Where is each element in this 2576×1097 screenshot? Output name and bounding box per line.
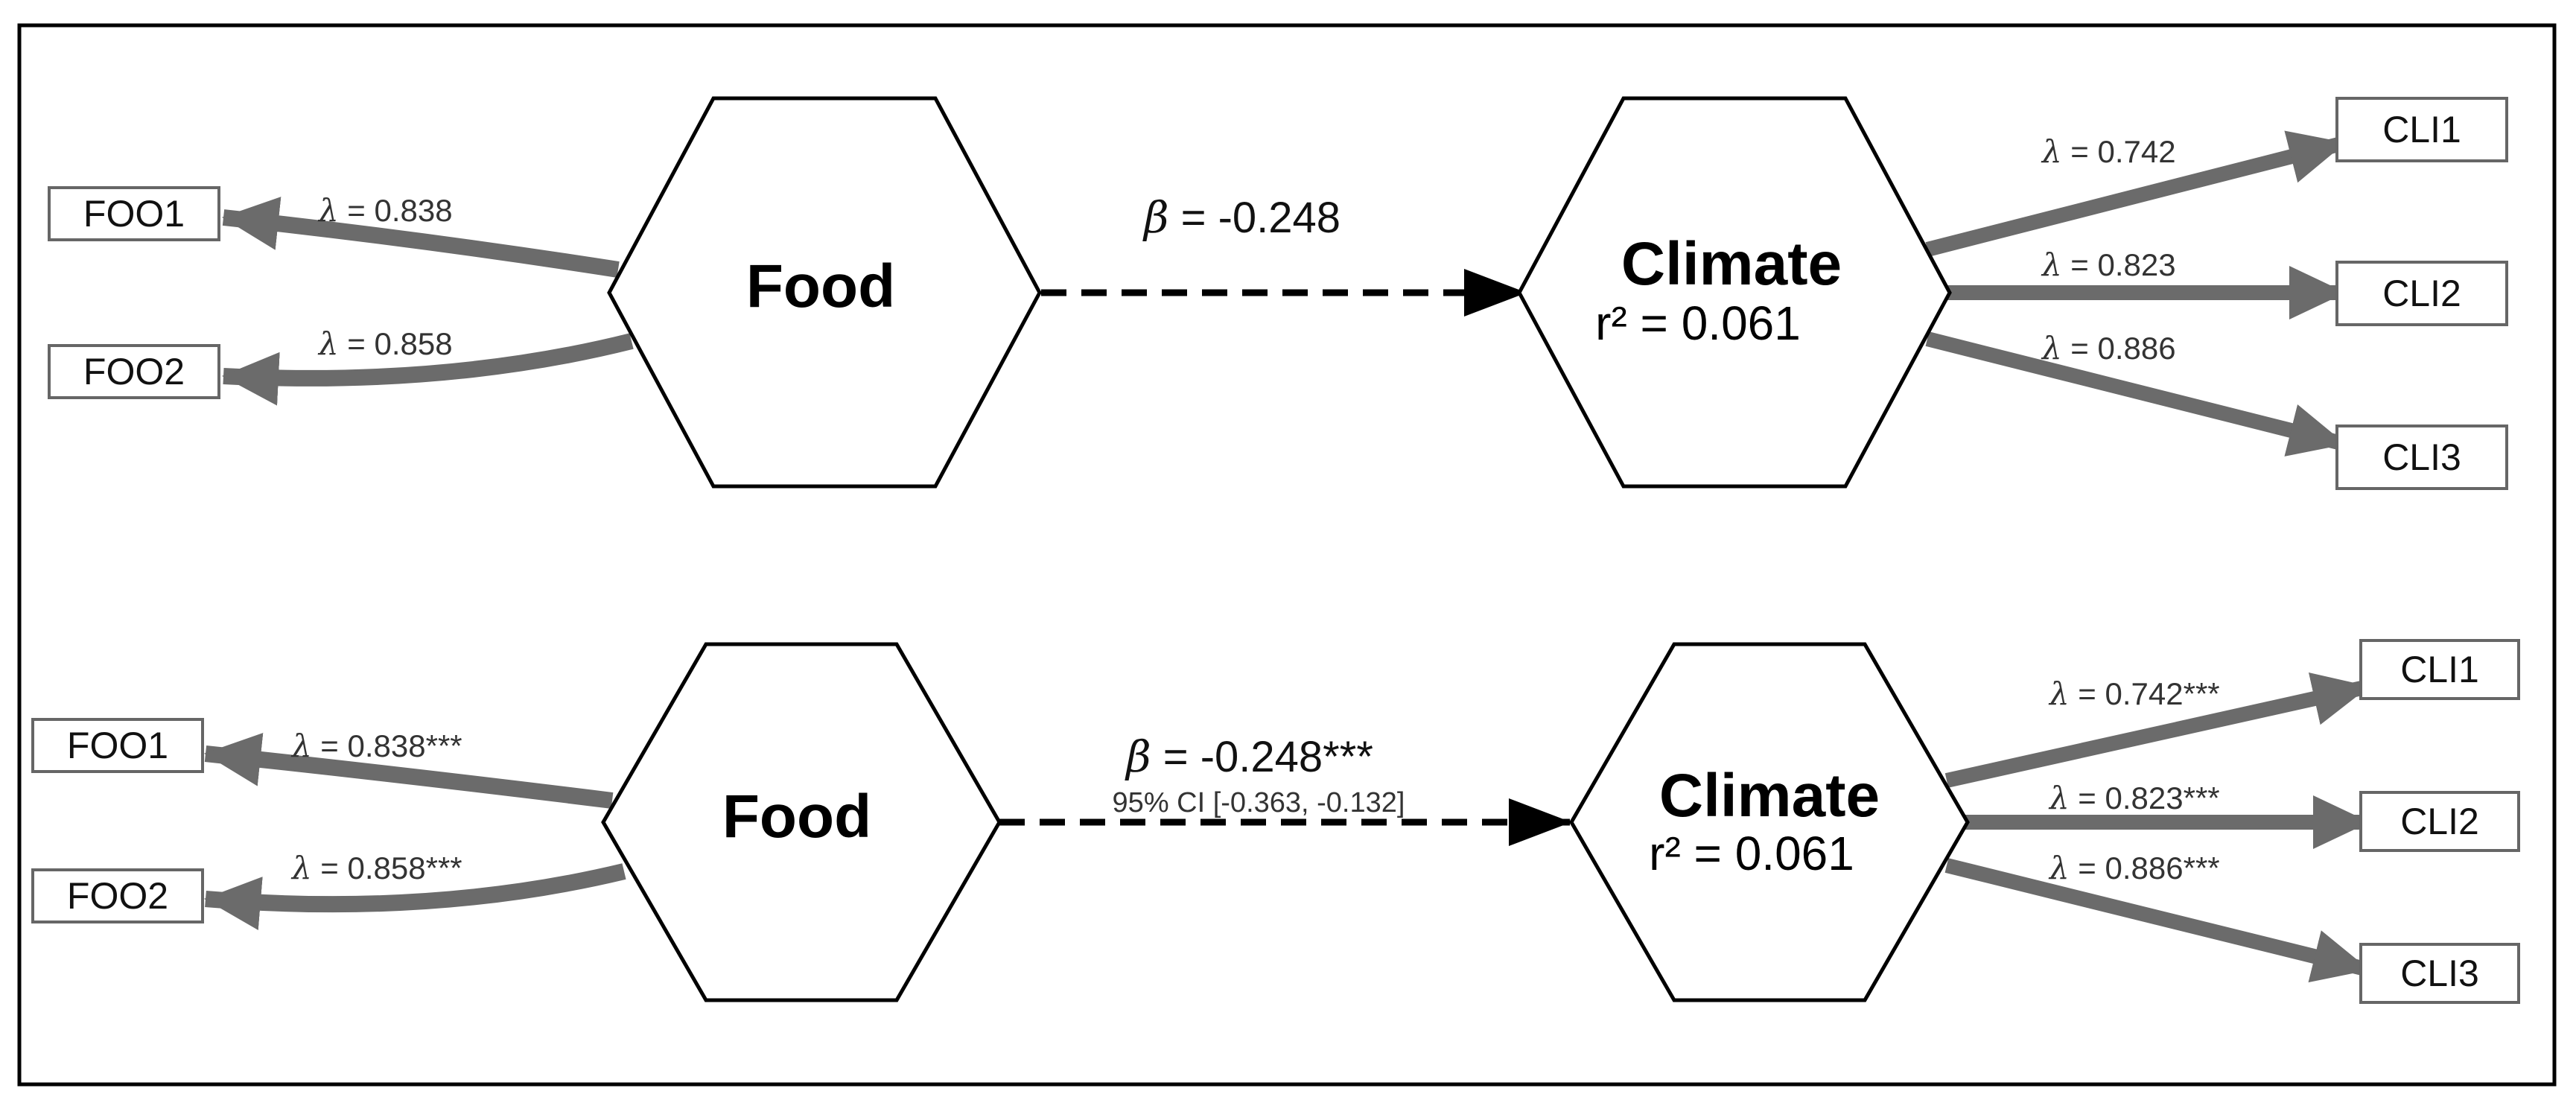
indicator-cli3-label: CLI3 <box>2382 436 2461 478</box>
lambda-symbol: λ <box>2041 330 2062 366</box>
indicator-cli3: CLI3 <box>2359 943 2520 1004</box>
indicator-cli3: CLI3 <box>2335 425 2508 490</box>
construct-food <box>601 642 1002 1002</box>
model-1: Food Climate r² = 0.061 β = -0.248 FOO1 … <box>48 96 2508 490</box>
indicator-cli2: CLI2 <box>2359 791 2520 852</box>
lambda-symbol: λ <box>2041 247 2062 283</box>
loading-label-cli3: λ = 0.886*** <box>2048 850 2220 886</box>
indicator-foo1-label: FOO1 <box>67 725 168 766</box>
loading-label-foo2: λ = 0.858 <box>317 325 453 362</box>
lambda-symbol: λ <box>2041 133 2062 170</box>
loading-label-cli1: λ = 0.742 <box>2041 133 2176 170</box>
indicator-cli1: CLI1 <box>2359 639 2520 700</box>
indicator-foo1-label: FOO1 <box>83 193 185 235</box>
loading-label-foo1: λ = 0.838*** <box>290 728 462 764</box>
construct-food <box>607 96 1042 489</box>
loading-arrow-cli3 <box>1944 858 2370 983</box>
lambda-symbol: λ <box>290 728 312 764</box>
loading-label-foo2: λ = 0.858*** <box>290 850 462 886</box>
indicator-foo2-label: FOO2 <box>83 351 185 392</box>
indicator-foo2: FOO2 <box>48 344 220 399</box>
indicator-cli1-label: CLI1 <box>2400 649 2479 690</box>
model-2: Food Climate r² = 0.061 β = -0.248*** 95… <box>31 639 2520 1004</box>
construct-food-label: Food <box>722 783 871 850</box>
lambda-symbol: λ <box>290 850 312 886</box>
construct-climate-label: Climate <box>1659 762 1880 830</box>
path-confidence-interval: 95% CI [-0.363, -0.132] <box>1113 787 1405 818</box>
construct-food-label: Food <box>746 252 895 320</box>
indicator-foo2: FOO2 <box>31 868 204 923</box>
indicator-foo1: FOO1 <box>31 718 204 773</box>
indicator-cli1: CLI1 <box>2335 97 2508 162</box>
loading-arrow-foo1 <box>222 197 620 278</box>
indicator-cli2-label: CLI2 <box>2382 273 2461 314</box>
loading-label-cli2: λ = 0.823*** <box>2048 780 2220 816</box>
indicator-cli2: CLI2 <box>2335 261 2508 326</box>
lambda-symbol: λ <box>2048 675 2070 712</box>
construct-climate <box>1517 96 1952 489</box>
loading-label-foo1: λ = 0.838 <box>317 192 453 229</box>
loading-arrow-cli1 <box>1944 672 2370 788</box>
loading-arrow-cli3 <box>1925 331 2347 457</box>
indicator-foo1: FOO1 <box>48 186 220 241</box>
lambda-symbol: λ <box>317 325 339 362</box>
indicator-foo2-label: FOO2 <box>67 875 168 917</box>
figure-border <box>17 23 2557 1087</box>
loading-label-cli2: λ = 0.823 <box>2041 247 2176 283</box>
loading-arrow-cli1 <box>1925 130 2347 257</box>
beta-symbol: β <box>1125 731 1151 782</box>
construct-climate <box>1569 642 1970 1002</box>
path-coefficient: β = -0.248 <box>1142 192 1341 243</box>
construct-climate-r2: r² = 0.061 <box>1649 827 1854 880</box>
lambda-symbol: λ <box>2048 850 2070 886</box>
loading-label-cli1: λ = 0.742*** <box>2048 675 2220 712</box>
indicator-cli3-label: CLI3 <box>2400 953 2479 994</box>
loading-arrow-foo1 <box>204 733 614 809</box>
loading-arrow-foo2 <box>204 863 626 930</box>
path-coefficient: β = -0.248*** <box>1125 731 1373 782</box>
construct-climate-r2: r² = 0.061 <box>1595 296 1801 350</box>
lambda-symbol: λ <box>2048 780 2070 816</box>
construct-climate-label: Climate <box>1621 230 1842 298</box>
lambda-symbol: λ <box>317 192 339 229</box>
beta-symbol: β <box>1142 192 1169 243</box>
indicator-cli2-label: CLI2 <box>2400 801 2479 842</box>
loading-label-cli3: λ = 0.886 <box>2041 330 2176 366</box>
loading-arrow-foo2 <box>222 333 634 406</box>
indicator-cli1-label: CLI1 <box>2382 109 2461 150</box>
